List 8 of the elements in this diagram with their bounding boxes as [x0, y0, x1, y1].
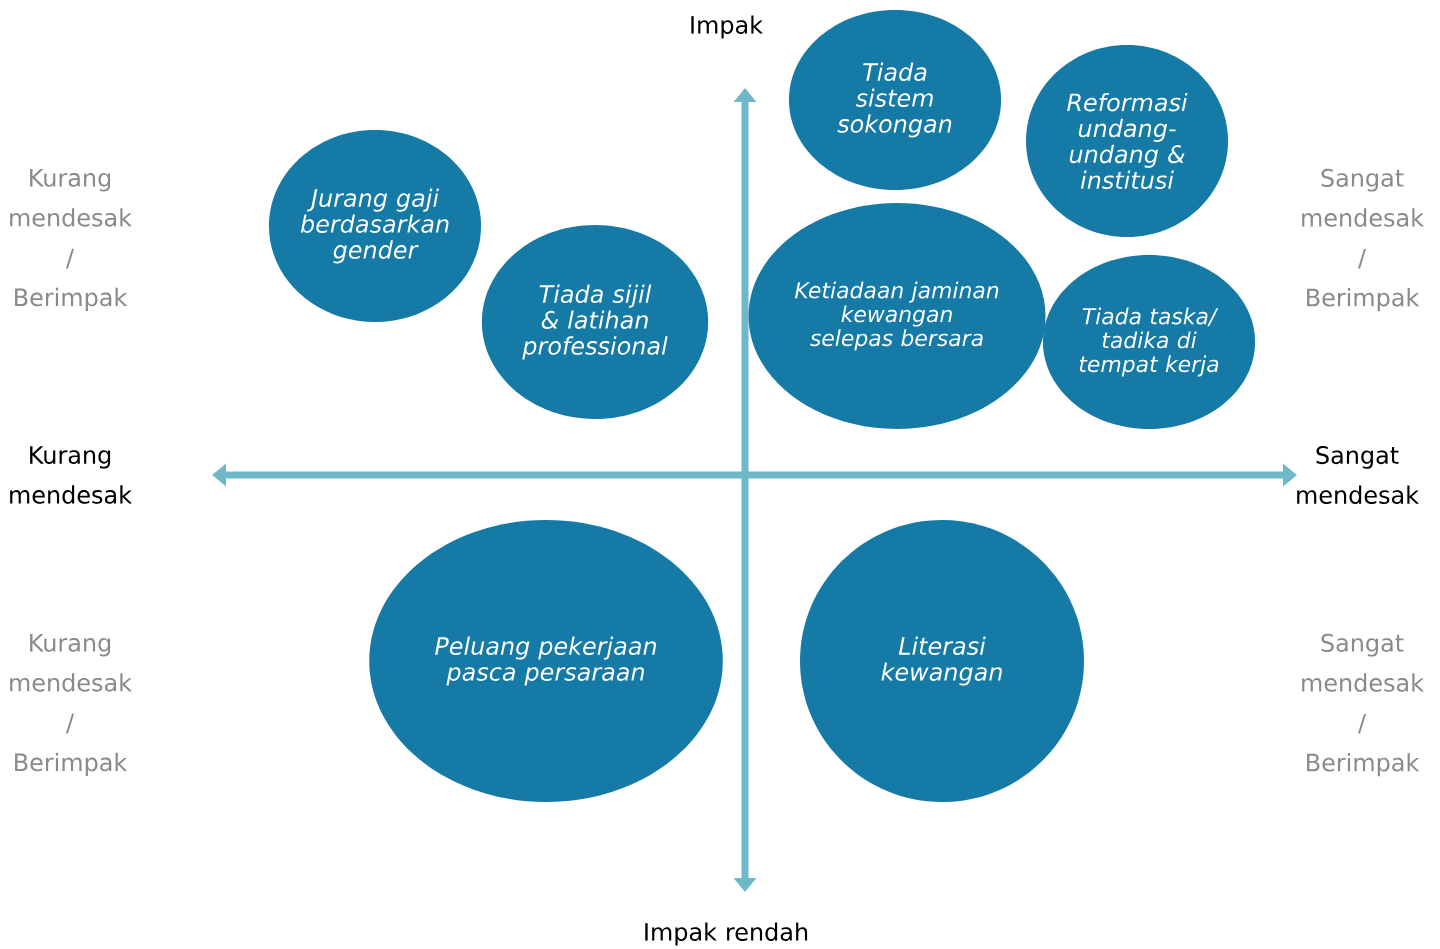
axis-label: Sangat mendesak / Berimpak: [1302, 168, 1424, 312]
axis-label: Sangat mendesak: [1297, 446, 1419, 504]
axis-label: Impak: [691, 15, 763, 39]
axis-label: Kurang mendesak / Berimpak: [10, 634, 132, 776]
axis-label: Sangat mendesak / Berimpak: [1302, 633, 1424, 777]
axis-label: Kurang mendesak: [10, 446, 132, 504]
axis-label: Kurang mendesak / Berimpak: [10, 169, 132, 311]
axis-label: Impak rendah: [645, 922, 808, 946]
